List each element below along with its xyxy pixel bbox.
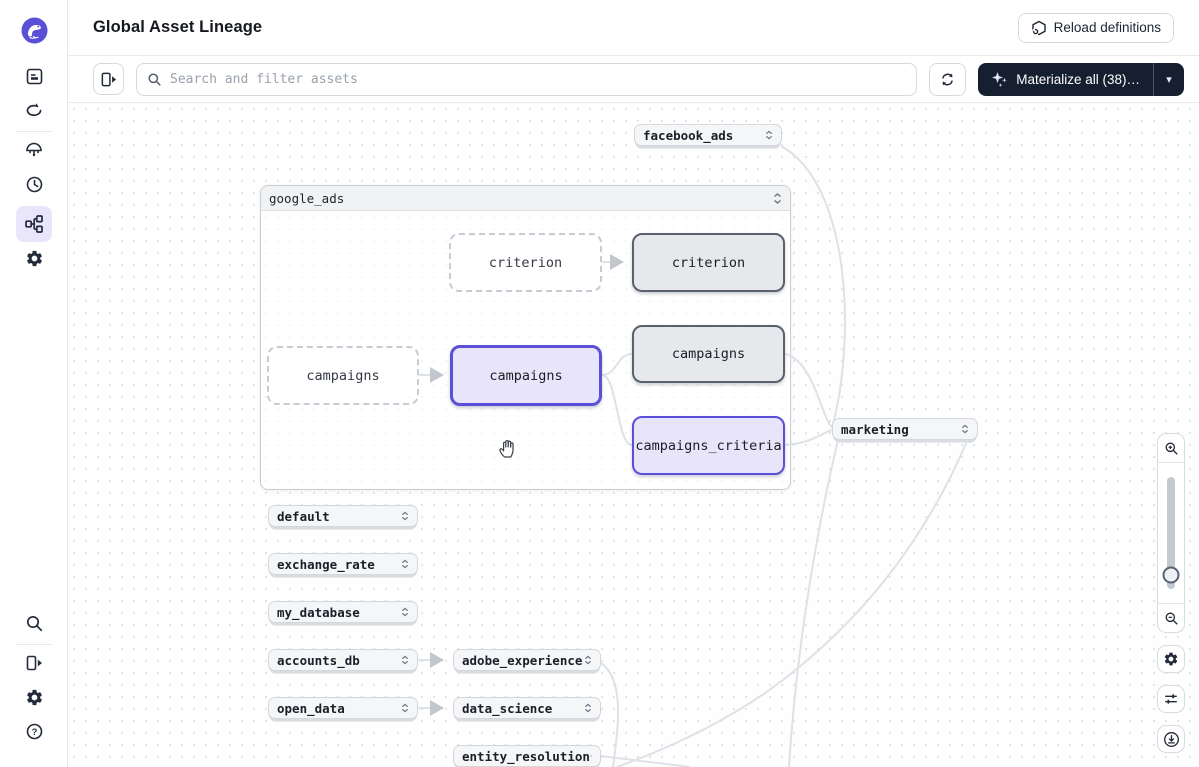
collapsed-group-my-database[interactable]: my_database: [268, 601, 418, 623]
asset-node-criterion[interactable]: criterion: [632, 233, 785, 292]
collapsed-group-label: facebook_ads: [643, 127, 734, 143]
svg-text:?: ?: [31, 727, 37, 738]
asset-node-campaigns-criteria[interactable]: campaigns_criteria: [632, 416, 785, 475]
collapsed-group-default[interactable]: default: [268, 505, 418, 527]
overview-icon[interactable]: [16, 58, 52, 94]
collapsed-group-exchange-rate[interactable]: exchange_rate: [268, 553, 418, 575]
help-icon[interactable]: ?: [16, 713, 52, 749]
schedules-icon[interactable]: [16, 166, 52, 202]
collapsed-group-data-science[interactable]: data_science: [453, 697, 601, 719]
materialize-all-label: Materialize all (38)…: [1016, 71, 1140, 87]
search-magnifier-icon: [147, 72, 162, 87]
expand-group-icon[interactable]: [401, 655, 409, 665]
collapsed-group-label: my_database: [277, 604, 360, 620]
settings-gear-icon[interactable]: [16, 679, 52, 715]
expand-group-icon[interactable]: [584, 655, 592, 665]
materialize-all-main[interactable]: Materialize all (38)…: [978, 63, 1153, 96]
collapsed-group-open-data[interactable]: open_data: [268, 697, 418, 719]
zoom-slider[interactable]: [1158, 462, 1184, 604]
graph-settings-button[interactable]: [1157, 645, 1185, 673]
collapsed-group-label: default: [277, 508, 330, 524]
collapsed-group-label: adobe_experience: [462, 652, 583, 668]
search-icon[interactable]: [16, 605, 52, 641]
expand-group-icon[interactable]: [590, 751, 592, 761]
asset-node-label: campaigns: [671, 346, 746, 362]
expand-group-icon[interactable]: [401, 559, 409, 569]
expand-group-icon[interactable]: [765, 130, 773, 140]
lineage-toolbar: Materialize all (38)… ▾: [68, 56, 1199, 103]
asset-lineage-icon[interactable]: [16, 206, 52, 242]
zoom-slider-track[interactable]: [1167, 477, 1175, 589]
runs-icon[interactable]: [16, 92, 52, 128]
materialize-all-button[interactable]: Materialize all (38)… ▾: [978, 62, 1184, 96]
asset-node-label: criterion: [671, 254, 746, 271]
asset-node-label: campaigns: [306, 367, 380, 384]
reload-definitions-button[interactable]: Reload definitions: [1017, 12, 1174, 43]
code-location-reload-icon: [1031, 20, 1047, 36]
collapsed-group-adobe-experience[interactable]: adobe_experience: [453, 649, 601, 671]
automation-icon[interactable]: [16, 132, 52, 168]
page-title: Global Asset Lineage: [93, 18, 263, 36]
asset-node-label: criterion: [488, 254, 563, 271]
open-side-panel-button[interactable]: [93, 63, 124, 95]
sparkle-icon: [991, 71, 1008, 88]
expand-panel-icon[interactable]: [16, 645, 52, 681]
zoom-in-button[interactable]: [1158, 434, 1184, 462]
collapsed-group-marketing[interactable]: marketing: [832, 418, 978, 440]
collapsed-group-label: entity_resolution: [462, 748, 590, 764]
asset-node-label: campaigns: [489, 367, 563, 384]
expand-group-icon[interactable]: [401, 511, 409, 521]
collapsed-group-label: data_science: [462, 700, 553, 716]
expand-group-icon[interactable]: [584, 703, 592, 713]
asset-search-field[interactable]: [136, 62, 918, 96]
expand-group-icon[interactable]: [401, 607, 409, 617]
zoom-slider-thumb[interactable]: [1162, 566, 1180, 584]
zoom-controls: [1157, 433, 1185, 633]
asset-node-criterion-source[interactable]: criterion: [449, 233, 602, 292]
expand-group-icon[interactable]: [961, 424, 969, 434]
collapsed-group-entity-resolution[interactable]: entity_resolution: [453, 745, 601, 767]
reload-definitions-label: Reload definitions: [1053, 20, 1161, 35]
download-graph-button[interactable]: [1157, 725, 1185, 753]
sidebar-divider-bottom: [16, 644, 52, 645]
collapsed-group-label: marketing: [841, 421, 909, 437]
collapsed-group-label: open_data: [277, 700, 345, 716]
search-input[interactable]: [170, 71, 907, 87]
asset-node-campaigns-selected[interactable]: campaigns: [450, 345, 602, 406]
page-header: Global Asset Lineage Reload definitions: [68, 0, 1199, 56]
zoom-out-button[interactable]: [1158, 604, 1184, 632]
collapsed-group-label: exchange_rate: [277, 556, 375, 572]
expand-group-icon[interactable]: [401, 703, 409, 713]
caret-down-icon: ▾: [1166, 73, 1172, 86]
group-header-google-ads[interactable]: google_ads: [261, 186, 790, 211]
sidebar-divider-top: [16, 131, 52, 132]
materialize-dropdown-caret[interactable]: ▾: [1153, 62, 1184, 96]
collapse-group-icon[interactable]: [773, 192, 782, 204]
refresh-graph-button[interactable]: [929, 62, 967, 96]
asset-node-label: campaigns_criteria: [635, 437, 782, 454]
lineage-canvas[interactable]: google_ads: [68, 103, 1199, 767]
collapsed-group-label: accounts_db: [277, 652, 360, 668]
asset-node-campaigns[interactable]: campaigns: [632, 325, 785, 383]
collapsed-group-facebook-ads[interactable]: facebook_ads: [634, 124, 782, 146]
group-label: google_ads: [269, 190, 345, 206]
asset-node-campaigns-source[interactable]: campaigns: [267, 346, 419, 405]
left-sidebar: ?: [0, 0, 68, 767]
graph-filters-button[interactable]: [1157, 685, 1185, 713]
collapsed-group-accounts-db[interactable]: accounts_db: [268, 649, 418, 671]
deployment-gear-icon[interactable]: [16, 240, 52, 276]
dagster-logo-icon[interactable]: [16, 12, 52, 48]
